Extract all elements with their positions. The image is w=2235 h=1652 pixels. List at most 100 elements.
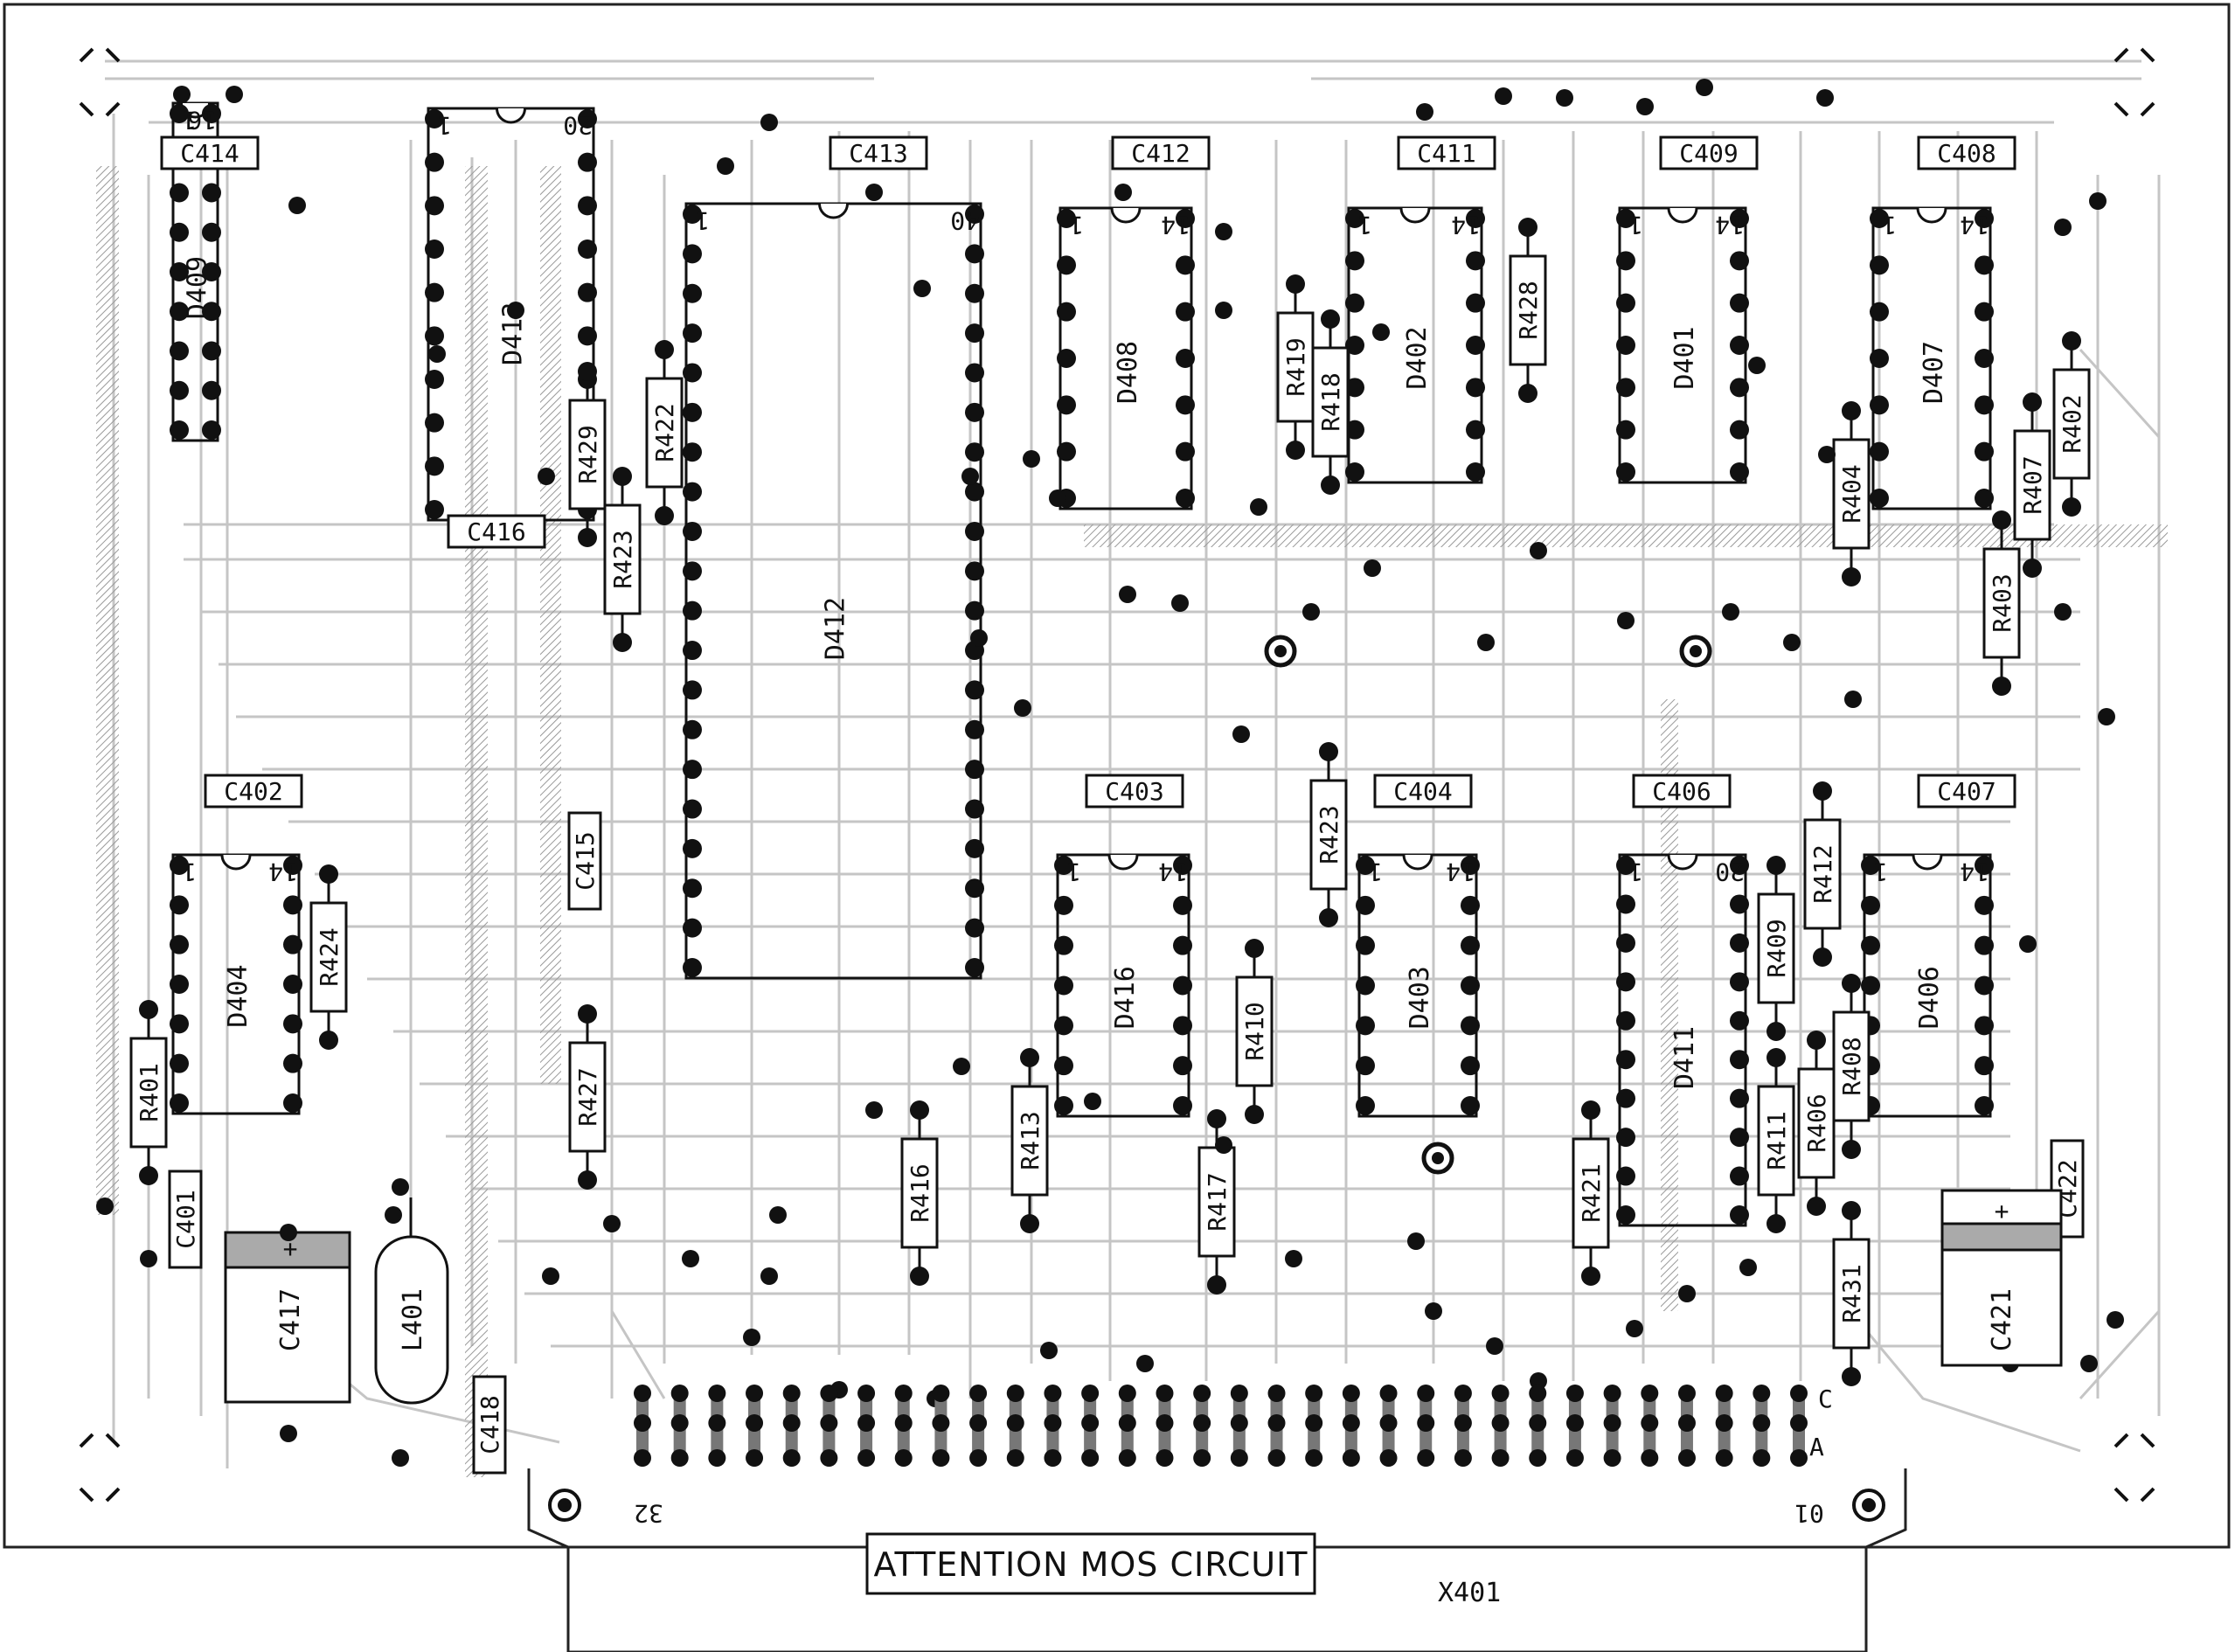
edge-pin-b — [634, 1414, 651, 1432]
edge-connector-pins — [634, 1385, 1808, 1467]
edge-pin-b — [1044, 1414, 1062, 1432]
via — [226, 86, 243, 103]
connector-pin-01: 01 — [1794, 1499, 1824, 1528]
edge-pin-c — [857, 1385, 876, 1402]
edge-pin-a — [1677, 1449, 1696, 1467]
capacitor-c416: C416 — [447, 514, 546, 549]
edge-pin-c — [1790, 1385, 1808, 1402]
via — [1215, 302, 1232, 319]
resistor-r401: R401 — [129, 1000, 168, 1185]
resistor-label: R411 — [1762, 1111, 1791, 1170]
ic-pinN-mark: 14 — [1161, 211, 1190, 239]
ic-label: D401 — [1669, 326, 1700, 389]
via — [1696, 79, 1713, 96]
resistor-r424: R424 — [309, 864, 348, 1050]
ic-label: D411 — [1669, 1026, 1700, 1089]
resistor-r411: R411 — [1757, 1048, 1795, 1233]
via — [1556, 89, 1573, 107]
via — [173, 86, 191, 103]
via — [1232, 725, 1250, 743]
edge-pin-c — [1417, 1385, 1435, 1402]
ic-label: D407 — [1919, 341, 1949, 404]
edge-pin-c — [1156, 1385, 1174, 1402]
capacitor-c414: C414 — [160, 135, 260, 170]
edge-pin-a — [1790, 1449, 1808, 1467]
resistor-r423: R423 — [1309, 742, 1348, 927]
edge-pin-c — [782, 1385, 801, 1402]
ic-label: D406 — [1914, 966, 1945, 1029]
resistor-r418: R418 — [1311, 309, 1350, 495]
ic-pin1-mark: 1 — [1368, 857, 1383, 886]
edge-pin-c — [1715, 1385, 1733, 1402]
ic-label: D404 — [223, 964, 253, 1027]
ic-pinN-mark: 14 — [1960, 857, 1989, 886]
resistor-r427: R427 — [568, 1004, 607, 1190]
resistor-r431: R431 — [1832, 1201, 1871, 1386]
ic-pin1-mark: 1 — [695, 206, 710, 235]
l401-label: L401 — [398, 1288, 428, 1351]
via-layer — [96, 79, 2124, 1407]
capacitor-label: C401 — [171, 1190, 200, 1248]
edge-pin-a — [1491, 1449, 1510, 1467]
capacitor-label: C414 — [180, 139, 239, 168]
resistor-label: R424 — [315, 927, 344, 986]
via — [1084, 1093, 1101, 1110]
edge-pin-b — [820, 1414, 838, 1432]
via — [1285, 1250, 1302, 1267]
inductor-l401: L401 — [374, 1178, 449, 1467]
resistor-r429: R429 — [568, 362, 607, 547]
ic-pinN-mark: 16 — [187, 106, 217, 135]
resistor-r410: R410 — [1235, 939, 1274, 1124]
ground-bars — [96, 166, 2168, 1477]
test-point-center — [1432, 1152, 1444, 1164]
edge-pin-b — [1753, 1414, 1771, 1432]
ic-pin1-mark: 1 — [182, 857, 197, 886]
edge-pin-c — [1641, 1385, 1659, 1402]
ic-pin1-mark: 1 — [1066, 857, 1081, 886]
resistor-label: R417 — [1203, 1172, 1232, 1231]
edge-pin-b — [969, 1414, 988, 1432]
edge-pin-a — [1305, 1449, 1323, 1467]
via — [1818, 446, 1836, 463]
edge-pin-b — [708, 1414, 726, 1432]
resistor-label: R431 — [1837, 1264, 1866, 1322]
resistor-label: R421 — [1577, 1163, 1606, 1222]
via — [1119, 586, 1136, 603]
edge-pin-b — [1529, 1414, 1547, 1432]
via — [603, 1215, 621, 1232]
via — [1722, 603, 1739, 621]
via — [953, 1058, 970, 1075]
capacitor-c402: C402 — [204, 774, 303, 809]
mount-hole-right — [1852, 1489, 1885, 1522]
via — [2098, 708, 2115, 725]
edge-pin-c — [1753, 1385, 1771, 1402]
via — [2019, 935, 2037, 953]
edge-pin-b — [1081, 1414, 1100, 1432]
via — [1617, 612, 1635, 629]
edge-pin-a — [670, 1449, 689, 1467]
via — [140, 1250, 157, 1267]
via — [1416, 103, 1433, 121]
via — [865, 1101, 883, 1119]
resistor-r403: R403 — [1982, 510, 2021, 696]
edge-pin-b — [1677, 1414, 1696, 1432]
via — [1302, 603, 1320, 621]
via — [538, 468, 555, 485]
edge-pin-c — [1006, 1385, 1024, 1402]
edge-pin-c — [1454, 1385, 1472, 1402]
edge-pin-a — [894, 1449, 913, 1467]
edge-pin-c — [1342, 1385, 1360, 1402]
mount-hole-right-center — [1862, 1498, 1876, 1512]
edge-pin-c — [1677, 1385, 1696, 1402]
resistor-label: R423 — [608, 530, 637, 588]
via — [769, 1206, 787, 1224]
capacitor-label: C408 — [1937, 139, 1996, 168]
edge-pin-b — [1715, 1414, 1733, 1432]
ic-pin1-mark: 1 — [1628, 857, 1643, 886]
via — [1215, 223, 1232, 240]
connector-name: X401 — [1438, 1578, 1501, 1608]
